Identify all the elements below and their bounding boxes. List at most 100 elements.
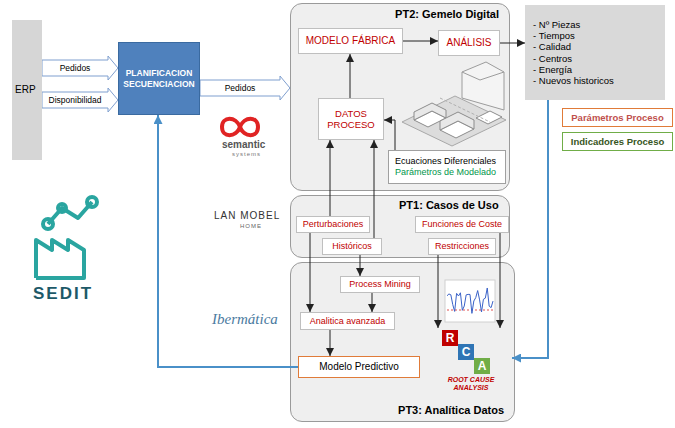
- node-text: C: [458, 344, 474, 360]
- connector-arrow: [500, 233, 501, 328]
- system-box: ERP: [12, 20, 42, 160]
- connector-arrow: [438, 255, 439, 328]
- root-cause-logo: RCA ROOT CAUSE ANALYSIS: [430, 328, 512, 390]
- use-case-box: Perturbaciones: [296, 216, 370, 233]
- chart-line: [447, 288, 493, 313]
- node-text: Process Mining: [349, 279, 411, 290]
- node-text: Restricciones: [435, 241, 489, 252]
- conveyor: [440, 98, 490, 122]
- network-dot: [87, 197, 97, 207]
- node-text: ROOT CAUSE ANALYSIS: [430, 376, 512, 393]
- network-dot: [58, 204, 66, 212]
- connector-arrow: [374, 140, 375, 238]
- node-text: Ecuaciones Diferenciales: [395, 156, 496, 167]
- connector-arrow: [500, 43, 525, 44]
- node-text: - Calidad: [533, 41, 571, 52]
- use-case-box: Históricos: [322, 238, 382, 255]
- analytics-box: Analitica avanzada: [300, 312, 395, 330]
- node-text: DATOS PROCESO: [323, 108, 379, 130]
- node-text: A: [474, 358, 490, 374]
- factory-icon: [36, 240, 84, 278]
- node-text: - Nº Piezas: [533, 19, 580, 30]
- node-text: PLANIFICACION SECUENCIACION: [123, 68, 195, 88]
- node-text: ANÁLISIS: [446, 37, 491, 49]
- edge-label: Pedidos: [224, 83, 257, 93]
- factory-hall: [462, 62, 504, 110]
- connector-arrow: [158, 115, 298, 367]
- connector-arrow: [330, 330, 331, 356]
- label-holder: semantic: [222, 139, 265, 151]
- label-holder: LAN MOBEL: [214, 210, 280, 222]
- logo-text: Ibermática: [212, 311, 278, 329]
- connector-arrow: [372, 293, 373, 312]
- connector-arrow: [350, 54, 351, 98]
- machine: [414, 103, 446, 120]
- node-text: - Energía: [533, 64, 572, 75]
- node-text: Históricos: [332, 241, 372, 252]
- block-arrow: [200, 76, 290, 100]
- equations-box: Ecuaciones DiferencialesParámetros de Mo…: [388, 150, 506, 184]
- edge-label-holder: Pedidos: [59, 63, 92, 73]
- node-text: Perturbaciones: [303, 219, 364, 230]
- edge-label-holder: Disponibilidad: [48, 95, 103, 105]
- node-text: - Centros: [533, 53, 572, 64]
- infinity-symbol: [222, 119, 258, 136]
- logo-text: semantic: [222, 139, 265, 151]
- node-text: - Tiempos: [533, 30, 575, 41]
- block-arrow: [42, 88, 118, 112]
- panel-title: PT1: Casos de Uso: [399, 199, 501, 212]
- connector-arrow: [384, 120, 395, 150]
- analysis-box: ANÁLISIS: [438, 30, 500, 56]
- connector-arrow: [403, 41, 438, 42]
- logo-text: HOME: [240, 223, 262, 230]
- use-case-box: Restricciones: [428, 238, 496, 255]
- factory-roof: [462, 72, 504, 80]
- connector-group: [42, 41, 548, 367]
- process-box: PLANIFICACION SECUENCIACION: [118, 42, 200, 115]
- analytics-box: Process Mining: [340, 276, 420, 293]
- node-text: Modelo Predictivo: [319, 361, 398, 373]
- edge-label: Disponibilidad: [48, 95, 103, 105]
- label-holder: SEDIT: [33, 284, 93, 304]
- work-package-panel: PT1: Casos de UsoPerturbacionesHistórico…: [290, 195, 510, 258]
- chart-frame: [445, 280, 495, 322]
- factory-illustration: [402, 62, 506, 146]
- node-text: R: [442, 330, 458, 346]
- logo-text: LAN MOBEL: [214, 210, 280, 222]
- edge-label-holder: Pedidos: [224, 83, 257, 93]
- connector-arrow: [512, 100, 548, 358]
- label-holder: Ibermática: [212, 311, 278, 329]
- sedit-logo: [36, 197, 97, 278]
- node-text: - Nuevos historicos: [533, 75, 614, 86]
- edge-label: Pedidos: [59, 63, 92, 73]
- node-text: Parámetros de Modelado: [395, 167, 496, 178]
- network-dot: [43, 219, 53, 229]
- data-box: DATOS PROCESO: [318, 98, 384, 140]
- model-box: MODELO FÁBRICA: [298, 28, 403, 54]
- connector-arrow: [360, 255, 361, 276]
- connector-arrow: [330, 140, 331, 216]
- node-text: Indicadores Proceso: [571, 136, 664, 147]
- label-holder: HOME: [240, 223, 262, 230]
- block-arrow: [42, 56, 118, 80]
- node-text: Parámetros Proceso: [571, 112, 663, 123]
- parameter-box: Parámetros Proceso: [562, 108, 673, 127]
- semantic-logo: [222, 119, 258, 136]
- panel-title: PT2: Gemelo Digital: [301, 8, 499, 21]
- use-case-box: Funciones de Coste: [415, 216, 509, 233]
- machine: [476, 111, 502, 124]
- logo-text: systems: [232, 151, 261, 158]
- machine: [440, 112, 474, 130]
- indicator-box: Indicadores Proceso: [562, 132, 673, 151]
- label-holder: systems: [232, 151, 261, 158]
- node-text: ERP: [15, 84, 36, 96]
- logo-text: SEDIT: [33, 284, 93, 304]
- output-list: - Nº Piezas- Tiempos- Calidad- Centros- …: [525, 5, 665, 100]
- node-text: Analitica avanzada: [310, 316, 386, 327]
- node-text: Funciones de Coste: [422, 219, 502, 230]
- node-text: MODELO FÁBRICA: [306, 35, 395, 47]
- chart-illustration: [445, 280, 495, 322]
- connector-arrow: [310, 233, 311, 312]
- predictive-model-box: Modelo Predictivo: [298, 356, 420, 378]
